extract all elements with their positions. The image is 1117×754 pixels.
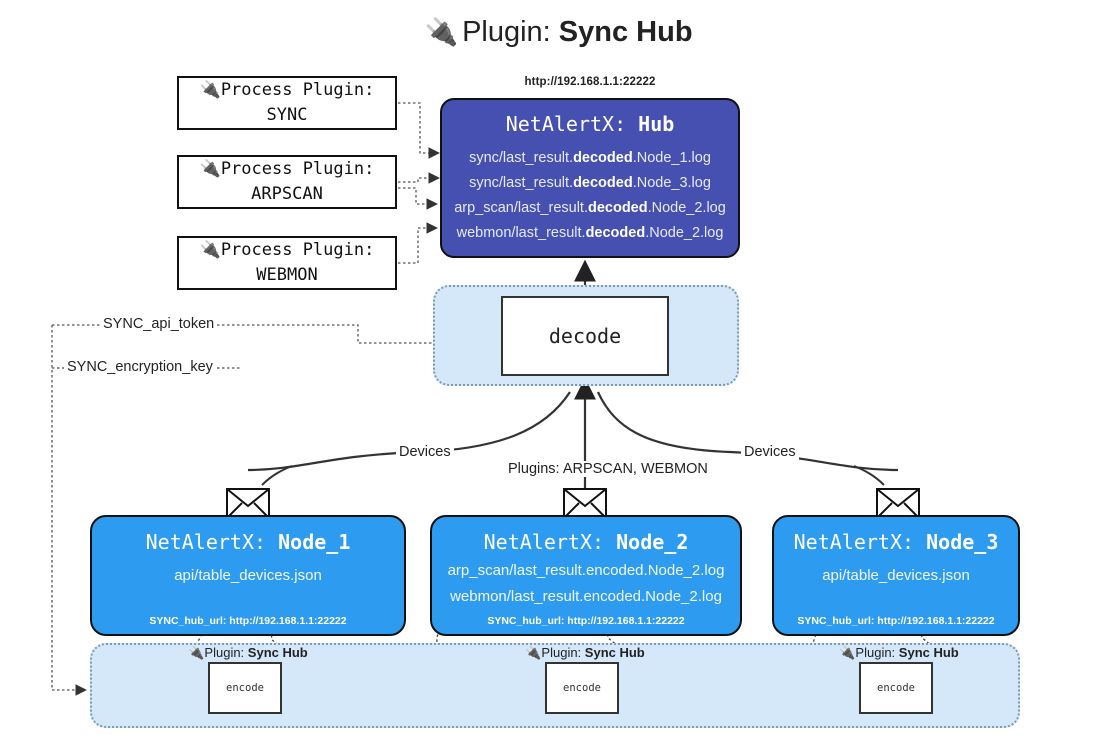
encode-box-node-2[interactable]: encode: [545, 662, 619, 714]
node-card-node-1[interactable]: NetAlertX: Node_1 api/table_devices.json…: [90, 515, 406, 636]
hub-log-item: sync/last_result.decoded.Node_1.log: [469, 150, 711, 166]
encode-box-node-1[interactable]: encode: [208, 662, 282, 714]
node-line: api/table_devices.json: [174, 567, 322, 584]
encode-box-node-3[interactable]: encode: [859, 662, 933, 714]
envelope-icon: [876, 488, 920, 519]
plug-icon: 🔌: [199, 240, 221, 261]
envelope-icon: [563, 488, 607, 519]
hub-title-prefix: NetAlertX:: [505, 112, 627, 136]
node-hub-url: SYNC_hub_url: http://192.168.1.1:22222: [149, 615, 347, 627]
page-title-name: Sync Hub: [558, 16, 693, 48]
node-title: NetAlertX: Node_3: [793, 530, 999, 554]
hub-url-label: http://192.168.1.1:22222: [524, 76, 656, 88]
process-plugin-arpscan[interactable]: 🔌Process Plugin: ARPSCAN: [177, 155, 397, 209]
node-title: NetAlertX: Node_2: [483, 530, 689, 554]
encoder-label-node-3: 🔌Plugin: Sync Hub: [839, 645, 959, 660]
plug-icon: 🔌: [199, 80, 221, 101]
node-line: api/table_devices.json: [822, 567, 970, 584]
hub-log-item: sync/last_result.decoded.Node_3.log: [469, 175, 711, 191]
process-plugin-webmon[interactable]: 🔌Process Plugin: WEBMON: [177, 236, 397, 290]
node-card-node-3[interactable]: NetAlertX: Node_3 api/table_devices.json…: [772, 515, 1020, 636]
plug-icon: 🔌: [199, 159, 221, 180]
plug-icon: 🔌: [525, 645, 542, 660]
edge-label-devices-left: Devices: [396, 444, 454, 460]
process-plugin-header: Process Plugin:: [220, 80, 375, 101]
edge-label-devices-right: Devices: [741, 444, 799, 460]
encoder-label-node-1: 🔌Plugin: Sync Hub: [188, 645, 308, 660]
hub-log-list: sync/last_result.decoded.Node_1.log sync…: [442, 146, 738, 246]
edge-label-plugins: Plugins: ARPSCAN, WEBMON: [505, 461, 711, 477]
setting-api-token-label: SYNC_api_token: [100, 316, 218, 332]
envelope-icon: [226, 488, 270, 519]
decode-box[interactable]: decode: [501, 296, 669, 376]
plug-icon: 🔌: [424, 17, 459, 47]
node-hub-url: SYNC_hub_url: http://192.168.1.1:22222: [487, 615, 685, 627]
process-plugin-sync[interactable]: 🔌Process Plugin: SYNC: [177, 76, 397, 130]
page-title: 🔌Plugin: Sync Hub: [0, 16, 1117, 49]
plug-icon: 🔌: [188, 645, 205, 660]
hub-title-name: Hub: [638, 112, 675, 136]
node-line: webmon/last_result.encoded.Node_2.log: [450, 588, 722, 605]
hub-card[interactable]: NetAlertX: Hub sync/last_result.decoded.…: [440, 98, 740, 258]
node-line: arp_scan/last_result.encoded.Node_2.log: [447, 562, 725, 579]
encoder-label-node-2: 🔌Plugin: Sync Hub: [525, 645, 645, 660]
hub-log-item: arp_scan/last_result.decoded.Node_2.log: [454, 200, 726, 216]
process-plugin-header: Process Plugin:: [220, 159, 375, 180]
setting-encryption-key-label: SYNC_encryption_key: [64, 359, 216, 375]
plug-icon: 🔌: [839, 645, 856, 660]
hub-log-item: webmon/last_result.decoded.Node_2.log: [456, 225, 724, 241]
process-plugin-name: ARPSCAN: [251, 184, 323, 204]
page-title-prefix: Plugin:: [462, 16, 551, 48]
node-title: NetAlertX: Node_1: [145, 530, 351, 554]
hub-title: NetAlertX: Hub: [442, 112, 738, 136]
process-plugin-name: WEBMON: [256, 265, 318, 285]
process-plugin-header: Process Plugin:: [220, 240, 375, 261]
node-card-node-2[interactable]: NetAlertX: Node_2 arp_scan/last_result.e…: [430, 515, 742, 636]
process-plugin-name: SYNC: [266, 105, 308, 125]
node-hub-url: SYNC_hub_url: http://192.168.1.1:22222: [797, 615, 995, 627]
